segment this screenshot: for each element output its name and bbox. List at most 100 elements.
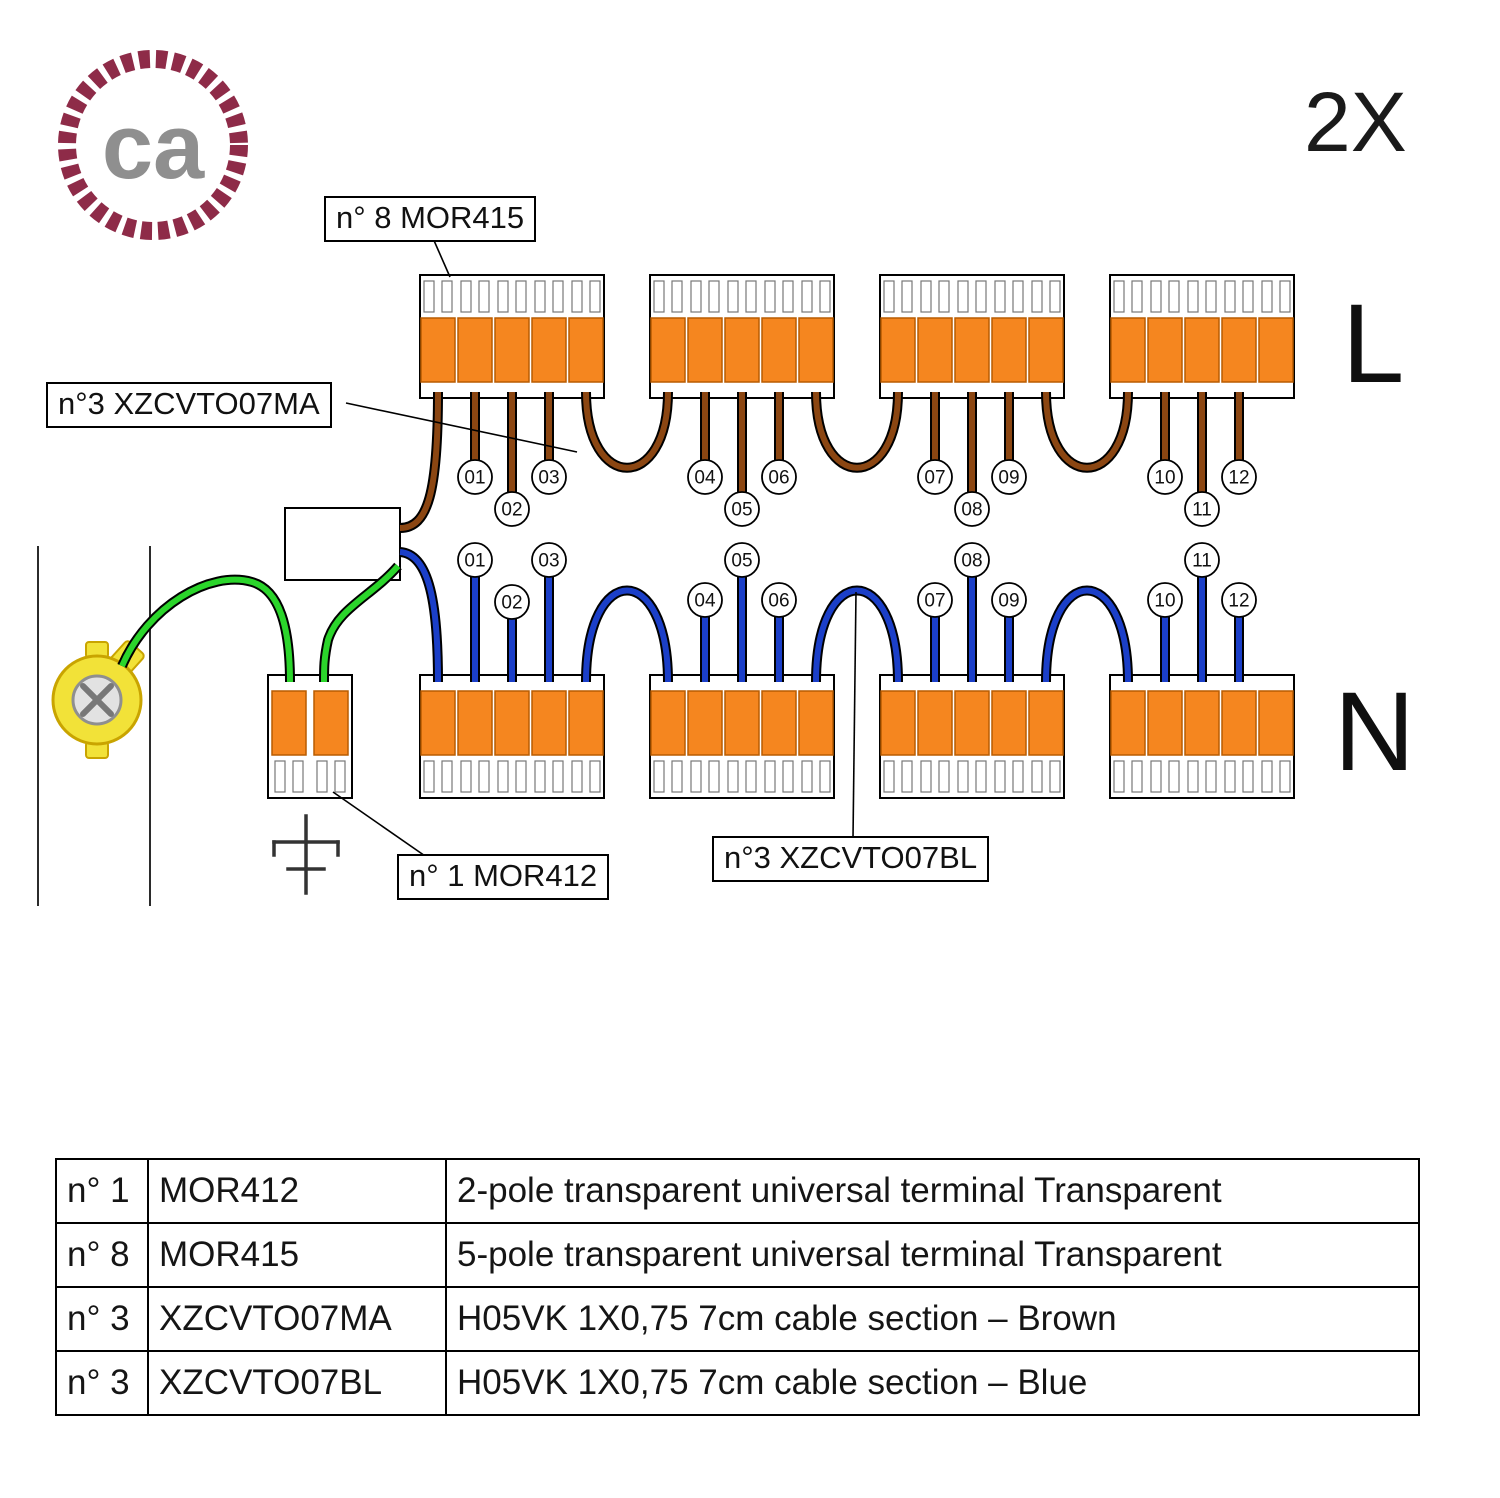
- brown-loop-wire-3-outline: [1041, 391, 1133, 473]
- test-slot: [1031, 760, 1043, 793]
- connector-number-L-02: 02: [494, 491, 530, 527]
- test-slot: [708, 760, 720, 793]
- connector-number-N-04-label: 04: [694, 591, 716, 612]
- connector-number-L-04: 04: [687, 459, 723, 495]
- connector-number-L-12-label: 12: [1228, 468, 1249, 489]
- neutral-line-label: N: [1334, 669, 1415, 794]
- connector-number-L-01: 01: [457, 459, 493, 495]
- part-code: MOR415: [147, 1222, 447, 1288]
- part-quantity: n° 3: [55, 1286, 149, 1352]
- blue-loop-wire-1: [583, 587, 671, 683]
- test-slot: [938, 760, 950, 793]
- test-slot: [690, 760, 702, 793]
- clamp-lever: [724, 690, 760, 756]
- clamp-lever: [1028, 317, 1064, 383]
- test-slot: [957, 280, 969, 313]
- connector-number-L-03-label: 03: [538, 468, 559, 489]
- connector-number-L-05: 05: [724, 491, 760, 527]
- test-slot: [745, 280, 757, 313]
- connector-number-L-02-circle: [494, 491, 530, 527]
- test-slot: [1049, 280, 1061, 313]
- test-slot: [460, 760, 472, 793]
- terminal-block-L-2: [649, 274, 835, 399]
- connector-number-N-03-circle: [531, 542, 567, 578]
- earth-symbol-icon: [272, 814, 340, 895]
- test-slot: [571, 280, 583, 313]
- clamp-lever: [1110, 317, 1146, 383]
- test-slot: [920, 760, 932, 793]
- clamp-lever: [880, 317, 916, 383]
- test-slot: [1187, 280, 1199, 313]
- test-slot: [957, 760, 969, 793]
- kit-quantity-label: 2X: [1304, 75, 1407, 169]
- brown-feed-wire: [399, 391, 441, 531]
- leader-mor412: [332, 791, 429, 859]
- test-slot: [690, 280, 702, 313]
- test-slot: [334, 760, 346, 793]
- terminal-blocks-layer: [267, 274, 1295, 799]
- terminal-block-L-1: [419, 274, 605, 399]
- clamp-lever: [880, 690, 916, 756]
- clamp-lever: [687, 690, 723, 756]
- connector-number-N-02-label: 02: [501, 593, 522, 614]
- test-slot: [782, 760, 794, 793]
- connector-number-L-04-circle: [687, 459, 723, 495]
- test-slot: [423, 280, 435, 313]
- live-line-label: L: [1342, 281, 1405, 406]
- connector-number-N-11-label: 11: [1192, 551, 1212, 572]
- test-slot: [883, 280, 895, 313]
- test-slot: [994, 760, 1006, 793]
- connector-number-N-06-label: 06: [768, 591, 789, 612]
- green-earth-wire-terminal-outline: [117, 574, 295, 683]
- brown-loop-wire-2: [813, 391, 901, 471]
- brown-loop-wire-2-outline: [811, 391, 903, 473]
- test-slot: [552, 760, 564, 793]
- test-slot: [1113, 280, 1125, 313]
- terminal-block-earth: [267, 674, 353, 799]
- clamp-lever: [271, 690, 307, 756]
- test-slot: [1261, 760, 1273, 793]
- clamp-lever: [531, 690, 567, 756]
- test-slot: [534, 280, 546, 313]
- test-slot: [460, 280, 472, 313]
- connector-number-N-12-label: 12: [1228, 591, 1249, 612]
- clamp-lever: [650, 317, 686, 383]
- connector-number-L-08-label: 08: [961, 500, 982, 521]
- connector-number-L-07-circle: [917, 459, 953, 495]
- connector-number-N-06: 06: [761, 582, 797, 618]
- clamp-lever: [568, 690, 604, 756]
- clamp-lever: [650, 690, 686, 756]
- screw-cross-icon: [80, 683, 114, 717]
- test-slot: [1242, 280, 1254, 313]
- connector-number-L-08: 08: [954, 491, 990, 527]
- connector-number-N-08-circle: [954, 542, 990, 578]
- test-slot: [478, 280, 490, 313]
- connector-number-N-10-circle: [1147, 582, 1183, 618]
- connector-number-L-07-label: 07: [924, 468, 945, 489]
- connector-number-N-11-circle: [1184, 542, 1220, 578]
- connector-number-N-08-label: 08: [961, 551, 982, 572]
- test-slot: [478, 760, 490, 793]
- test-slot: [441, 280, 453, 313]
- connector-number-L-03: 03: [531, 459, 567, 495]
- part-description: H05VK 1X0,75 7cm cable section – Blue: [445, 1350, 1420, 1416]
- clamp-lever: [1258, 690, 1294, 756]
- brown-loop-wire-1-outline: [581, 391, 673, 473]
- connector-number-N-07-label: 07: [924, 591, 945, 612]
- clamp-lever: [1221, 317, 1257, 383]
- leader-xzcvto07ma: [345, 402, 578, 453]
- test-slot: [1168, 280, 1180, 313]
- test-slot: [274, 760, 286, 793]
- terminal-block-N-4: [1109, 674, 1295, 799]
- test-slot: [764, 280, 776, 313]
- terminal-block-N-1: [419, 674, 605, 799]
- test-slot: [745, 760, 757, 793]
- connector-number-N-11: 11: [1184, 542, 1220, 578]
- clamp-lever: [724, 317, 760, 383]
- test-slot: [292, 760, 304, 793]
- connector-number-N-03-label: 03: [538, 551, 559, 572]
